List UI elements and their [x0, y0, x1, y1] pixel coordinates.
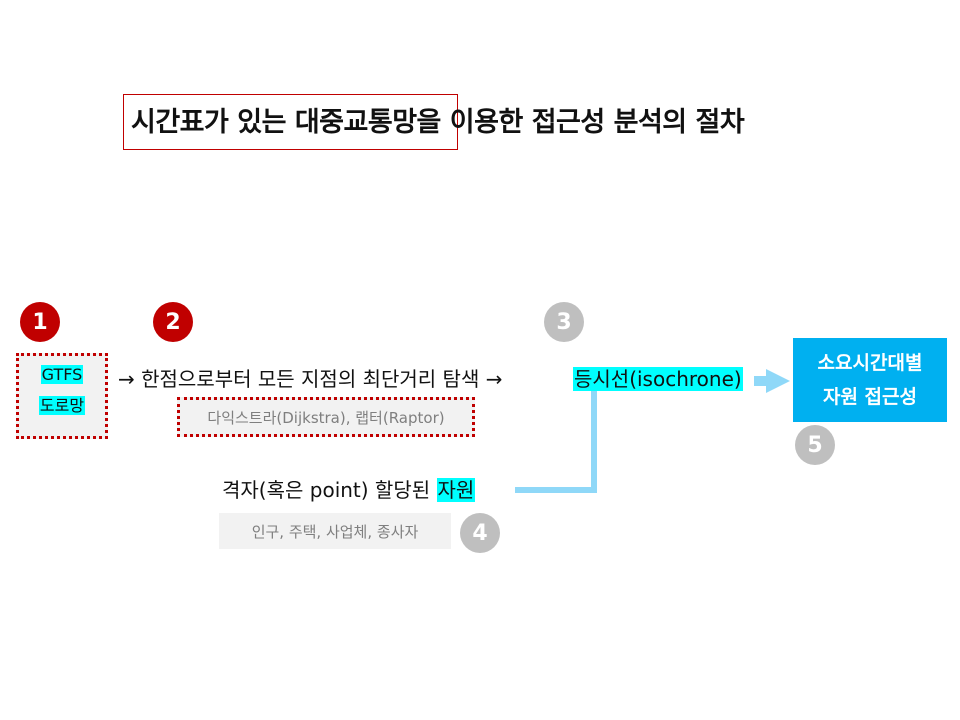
- result-line-1: 소요시간대별: [817, 352, 923, 374]
- resource-examples-label: 인구, 주택, 사업체, 종사자: [251, 522, 419, 541]
- gtfs-label: GTFS: [40, 365, 84, 384]
- result-box: 소요시간대별 자원 접근성: [793, 338, 947, 422]
- step-badge-3: 3: [544, 302, 584, 342]
- algorithm-box: [177, 397, 475, 437]
- step-badge-4: 4: [460, 513, 500, 553]
- arrow-head: [766, 369, 790, 393]
- isochrone-label: 등시선(isochrone): [573, 367, 743, 391]
- resources-text: 격자(혹은 point) 할당된 자원: [222, 478, 476, 502]
- step-badge-2: 2: [153, 302, 193, 342]
- resources-highlight: 자원: [436, 478, 476, 502]
- result-line-2: 자원 접근성: [822, 386, 917, 408]
- road-network-label: 도로망: [38, 396, 86, 415]
- resource-examples-box: [219, 513, 451, 549]
- algorithm-label: 다익스트라(Dijkstra), 랩터(Raptor): [207, 408, 445, 427]
- title-highlight-box: [123, 94, 458, 150]
- shortest-path-search-text: → 한점으로부터 모든 지점의 최단거리 탐색 →: [118, 367, 503, 391]
- page-title: 시간표가 있는 대중교통망을 이용한 접근성 분석의 절차: [131, 107, 745, 138]
- step-badge-5: 5: [795, 425, 835, 465]
- connector-line: [515, 380, 597, 493]
- step-badge-1: 1: [20, 302, 60, 342]
